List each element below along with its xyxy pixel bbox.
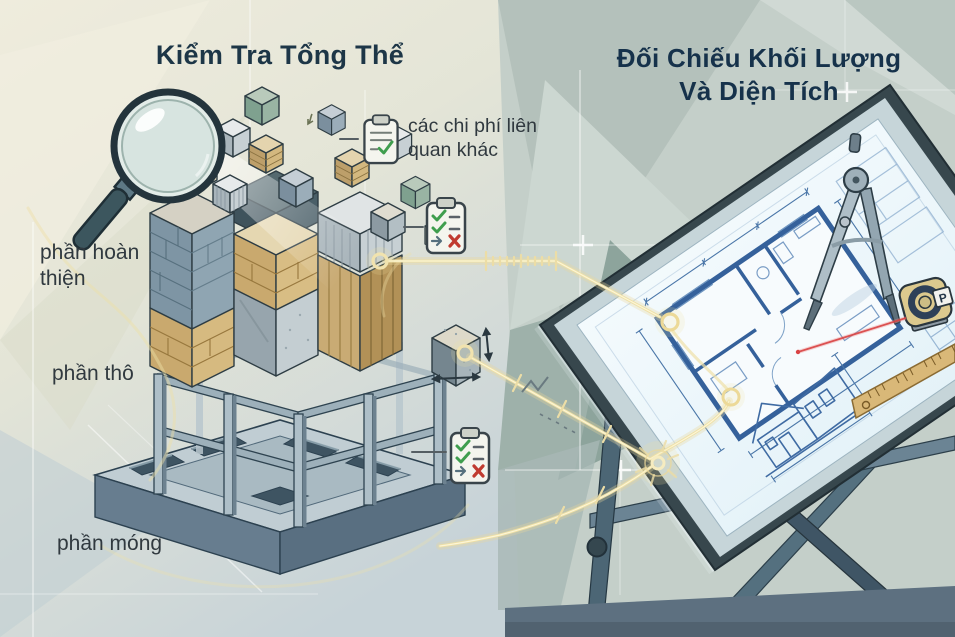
clipboard-checklist-icon-bottom: [449, 426, 491, 485]
clipboard-connector-lines: [339, 138, 447, 453]
clipboard-checklist-icon-top: [362, 113, 400, 165]
floating-material-cubes: [182, 86, 457, 253]
tape-measure-icon: P: [898, 276, 954, 332]
tape-measure-label: P: [937, 290, 948, 306]
drafting-table: [534, 83, 955, 575]
ruler-icon: [851, 343, 955, 420]
dimension-arrows: [430, 326, 494, 384]
connector-node: [366, 247, 745, 487]
label-foundation: phần móng: [57, 532, 163, 555]
table-knob: [586, 536, 608, 558]
floor-shadow: [505, 622, 955, 637]
label-other-costs: các chi phí liên quan khác: [408, 115, 537, 162]
label-rough-structure: phần thô: [52, 362, 134, 385]
laser-line: [795, 316, 907, 355]
ruler-tick-marks: [484, 250, 558, 272]
grid-cross-marks: [573, 82, 857, 480]
drafting-compass-icon: [803, 133, 901, 331]
small-arrow-mark: [307, 113, 314, 126]
magnifier-icon: [72, 88, 226, 251]
right-section-title: Đối Chiếu Khối Lượng Và Diện Tích: [583, 42, 935, 109]
clipboard-checklist-icon-mid: [425, 196, 467, 255]
label-finishing: phần hoàn thiện: [40, 241, 140, 291]
floor: [505, 586, 955, 637]
house-elevation-drawing: [751, 351, 873, 483]
gold-connector-lines: [26, 206, 745, 589]
right-title-line1: Đối Chiếu Khối Lượng: [616, 43, 902, 73]
concrete-sample-cube-icon: [430, 324, 494, 387]
right-title-line2: Và Diện Tích: [679, 76, 839, 107]
mountain-mark: [521, 376, 549, 393]
left-section-title: Kiểm Tra Tổng Thể: [155, 40, 405, 70]
